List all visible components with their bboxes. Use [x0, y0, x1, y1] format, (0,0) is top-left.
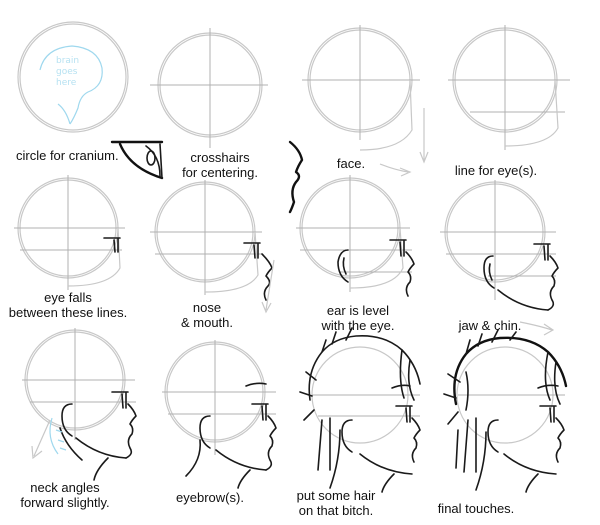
step-3-sketch	[302, 25, 429, 177]
step-2-sketch	[150, 28, 268, 148]
brain-note-line-2: goes	[56, 67, 78, 77]
brain-note-line-1: brain	[56, 56, 79, 66]
step-5-sketch	[14, 175, 125, 290]
step-11-caption: put some hair on that bitch.	[296, 488, 376, 518]
example-eye-drawing	[110, 140, 164, 180]
step-12-sketch	[443, 329, 568, 493]
step-7-sketch	[296, 175, 415, 297]
step-9-sketch	[22, 328, 137, 481]
step-4-caption: line for eye(s).	[454, 163, 538, 178]
step-9-caption: neck angles forward slightly.	[20, 480, 110, 510]
brain-note-line-3: here	[56, 78, 77, 88]
step-10-sketch	[162, 340, 277, 489]
step-1-sketch: brain goes here	[17, 21, 129, 133]
step-3-caption: face.	[336, 156, 366, 171]
step-5-caption: eye falls between these lines.	[8, 290, 128, 320]
step-7-caption: ear is level with the eye.	[321, 303, 395, 333]
step-2-caption: crosshairs for centering.	[182, 150, 258, 180]
step-12-caption: final touches.	[437, 501, 515, 516]
step-10-caption: eyebrow(s).	[176, 490, 244, 505]
step-11-sketch	[299, 327, 421, 493]
step-6-sketch	[150, 180, 275, 314]
face-stroke-sample	[288, 140, 304, 214]
step-6-caption: nose & mouth.	[180, 300, 234, 330]
step-8-sketch	[440, 180, 559, 336]
step-4-sketch	[448, 25, 570, 150]
step-8-caption: jaw & chin.	[458, 318, 522, 333]
step-1-caption: circle for cranium.	[16, 148, 119, 163]
